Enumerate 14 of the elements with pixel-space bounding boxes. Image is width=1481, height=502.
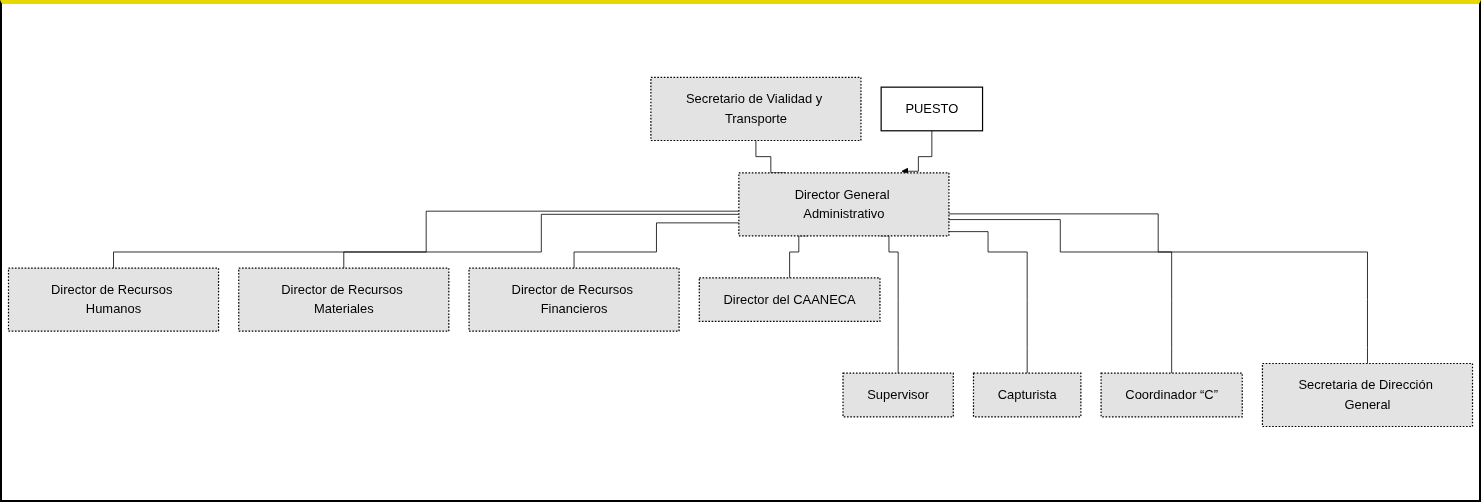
connector <box>948 219 1173 374</box>
node-box: Capturista <box>972 372 1082 418</box>
node-box: Director de Recursos Materiales <box>238 267 450 332</box>
node-box: Director de Recursos Financieros <box>468 267 680 332</box>
node-box: Director del CAANECA <box>698 277 881 323</box>
node-box: Secretario de Vialidad y Transporte <box>650 76 862 142</box>
node-box: Coordinador “C” <box>1100 372 1243 418</box>
connector <box>948 231 1028 374</box>
node-box: PUESTO <box>880 86 984 132</box>
node-box: Supervisor <box>842 372 954 418</box>
node-box: Director General Administrativo <box>738 172 950 237</box>
node-box: Director de Recursos Humanos <box>7 267 220 332</box>
connector <box>948 213 1368 364</box>
node-box: Secretaria de Dirección General <box>1261 362 1474 428</box>
